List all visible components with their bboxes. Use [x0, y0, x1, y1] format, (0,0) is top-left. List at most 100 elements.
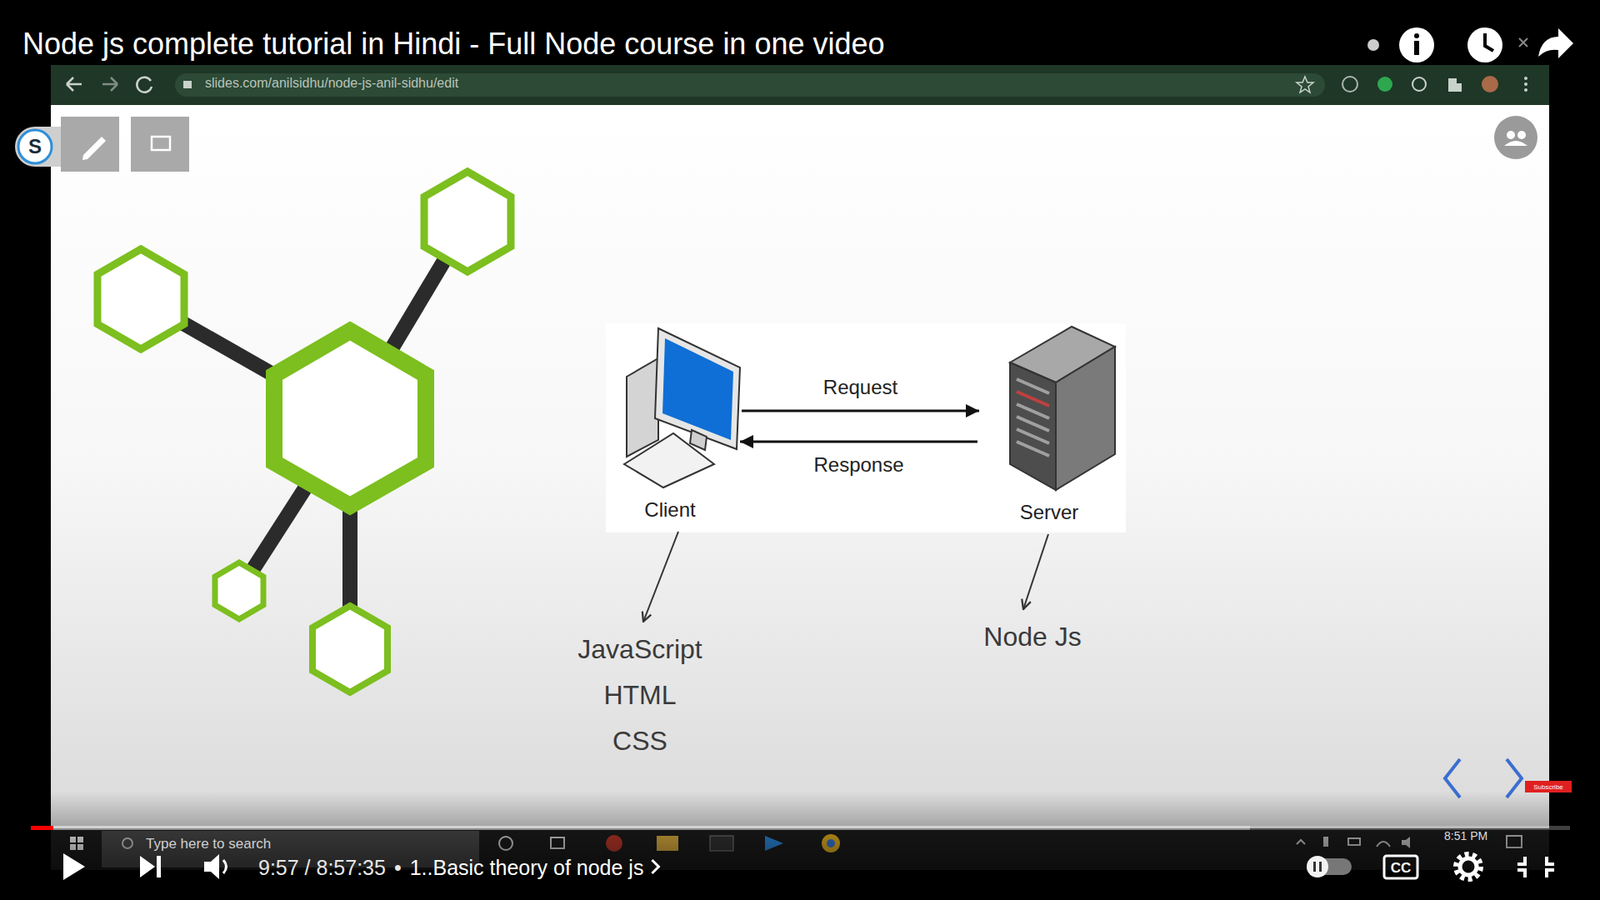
- node-text: JavaScript: [577, 626, 702, 673]
- info-mark: [1414, 33, 1420, 39]
- node-text: Node Js: [983, 614, 1081, 660]
- browser-toolbar: [50, 65, 1550, 105]
- pause-bar: [1319, 861, 1322, 872]
- drive-slot: [1016, 404, 1050, 419]
- menu-dot: [1524, 76, 1528, 80]
- hexagon: [274, 330, 426, 506]
- exit-fullscreen-icon: [1517, 856, 1555, 878]
- volume-icon: [223, 860, 227, 874]
- clock-time: 8:51 PM: [1444, 830, 1488, 843]
- controls-shade: [0, 791, 1600, 900]
- subscribe-label: Subscribe: [1533, 783, 1564, 791]
- avatar-icon: [1481, 75, 1499, 93]
- hexagon: [215, 562, 264, 620]
- subscribe-badge: [1525, 780, 1572, 793]
- collab-icon: [1506, 130, 1515, 140]
- response-arrow: [740, 440, 978, 444]
- server-front: [1010, 362, 1056, 490]
- collab-button: [1494, 115, 1538, 160]
- progress-played: [30, 825, 54, 830]
- chapter-chevron: [651, 860, 659, 874]
- extension-icon: [1377, 76, 1393, 92]
- server-node: Server: [990, 325, 1108, 530]
- edit-button: [60, 116, 120, 172]
- drive-slot: [1016, 391, 1050, 406]
- monitor-frame: [655, 328, 740, 450]
- client-tech-list: JavaScriptHTMLCSS: [567, 626, 713, 765]
- leader-arrow: [643, 531, 679, 622]
- toggle-letter: S: [28, 135, 42, 158]
- present-button: [130, 116, 190, 172]
- computer-icon: [624, 328, 740, 488]
- pause-bar: [1313, 861, 1316, 872]
- server-side: [1055, 346, 1115, 490]
- node-text: HTML: [603, 672, 676, 719]
- progress-buffer: [30, 825, 1250, 830]
- hexagon-network: [140, 221, 468, 650]
- back-icon: [66, 77, 82, 91]
- info-button: [1399, 27, 1435, 63]
- drive-slot: [1016, 441, 1050, 456]
- url-text: slides.com/anilsidhu/node-js-anil-sidhu/…: [205, 75, 459, 91]
- request-arrow: [741, 410, 980, 413]
- server-icon: [1010, 326, 1115, 490]
- collab-icon: [1517, 130, 1526, 140]
- hexagon: [97, 249, 185, 350]
- hexagon: [312, 605, 388, 693]
- extension-icon: [1342, 76, 1358, 92]
- collab-icon: [1504, 140, 1528, 146]
- pc-case: [626, 358, 659, 457]
- info-mark: [1414, 40, 1420, 55]
- progress-track: [30, 825, 1570, 830]
- captions-label: CC: [1390, 860, 1412, 876]
- edge-label: Response: [813, 453, 904, 477]
- lock-icon: [183, 80, 192, 89]
- video-title: Node js complete tutorial in Hindi - Ful…: [22, 25, 885, 63]
- watch-later-button: [1467, 27, 1503, 63]
- extension-icon: [1412, 77, 1426, 91]
- star-icon: [1296, 76, 1314, 93]
- toggle-knob: [18, 130, 52, 164]
- menu-dot: [1524, 82, 1528, 86]
- address-bar: [175, 73, 1325, 97]
- share-icon: [1538, 28, 1574, 59]
- node-text: Server: [1020, 500, 1080, 525]
- autoplay-knob: [1306, 855, 1329, 878]
- hexagon: [424, 171, 511, 272]
- close-icon: [1519, 38, 1528, 47]
- time-display: 9:57 / 8:57:35: [258, 855, 386, 880]
- node-text: CSS: [612, 718, 668, 765]
- node-text: Client: [644, 497, 695, 523]
- reload-icon: [136, 77, 152, 93]
- forward-icon: [102, 77, 118, 91]
- leader-arrow: [1023, 534, 1049, 610]
- status-dot: [1367, 39, 1380, 51]
- client-node: Client: [611, 326, 729, 527]
- next-button: [156, 855, 161, 878]
- drive-slot: [1016, 429, 1050, 444]
- settings-gear: [1460, 858, 1477, 875]
- server-tech-label: Node Js: [973, 614, 1092, 660]
- monitor-screen: [662, 338, 734, 440]
- drive-slot: [1016, 416, 1050, 431]
- edge-label: Request: [823, 375, 898, 400]
- slide-background: [50, 105, 1550, 829]
- play-button: [63, 853, 85, 880]
- puzzle-icon: [1448, 78, 1462, 92]
- search-placeholder: Type here to search: [145, 835, 271, 852]
- diagram-panel: [605, 323, 1126, 533]
- next-button: [140, 855, 155, 878]
- captions-button: [1384, 855, 1418, 879]
- chapter-title: 1..Basic theory of node js: [410, 855, 645, 880]
- screen-icon: [151, 136, 170, 150]
- menu-dot: [1524, 88, 1528, 92]
- settings-gear: [1455, 854, 1481, 880]
- volume-icon: [204, 854, 220, 880]
- keyboard: [624, 433, 715, 488]
- drive-slot: [1016, 379, 1050, 394]
- separator-dot: •: [394, 855, 402, 880]
- clock-hands: [1485, 33, 1494, 51]
- pencil-icon: [82, 136, 106, 160]
